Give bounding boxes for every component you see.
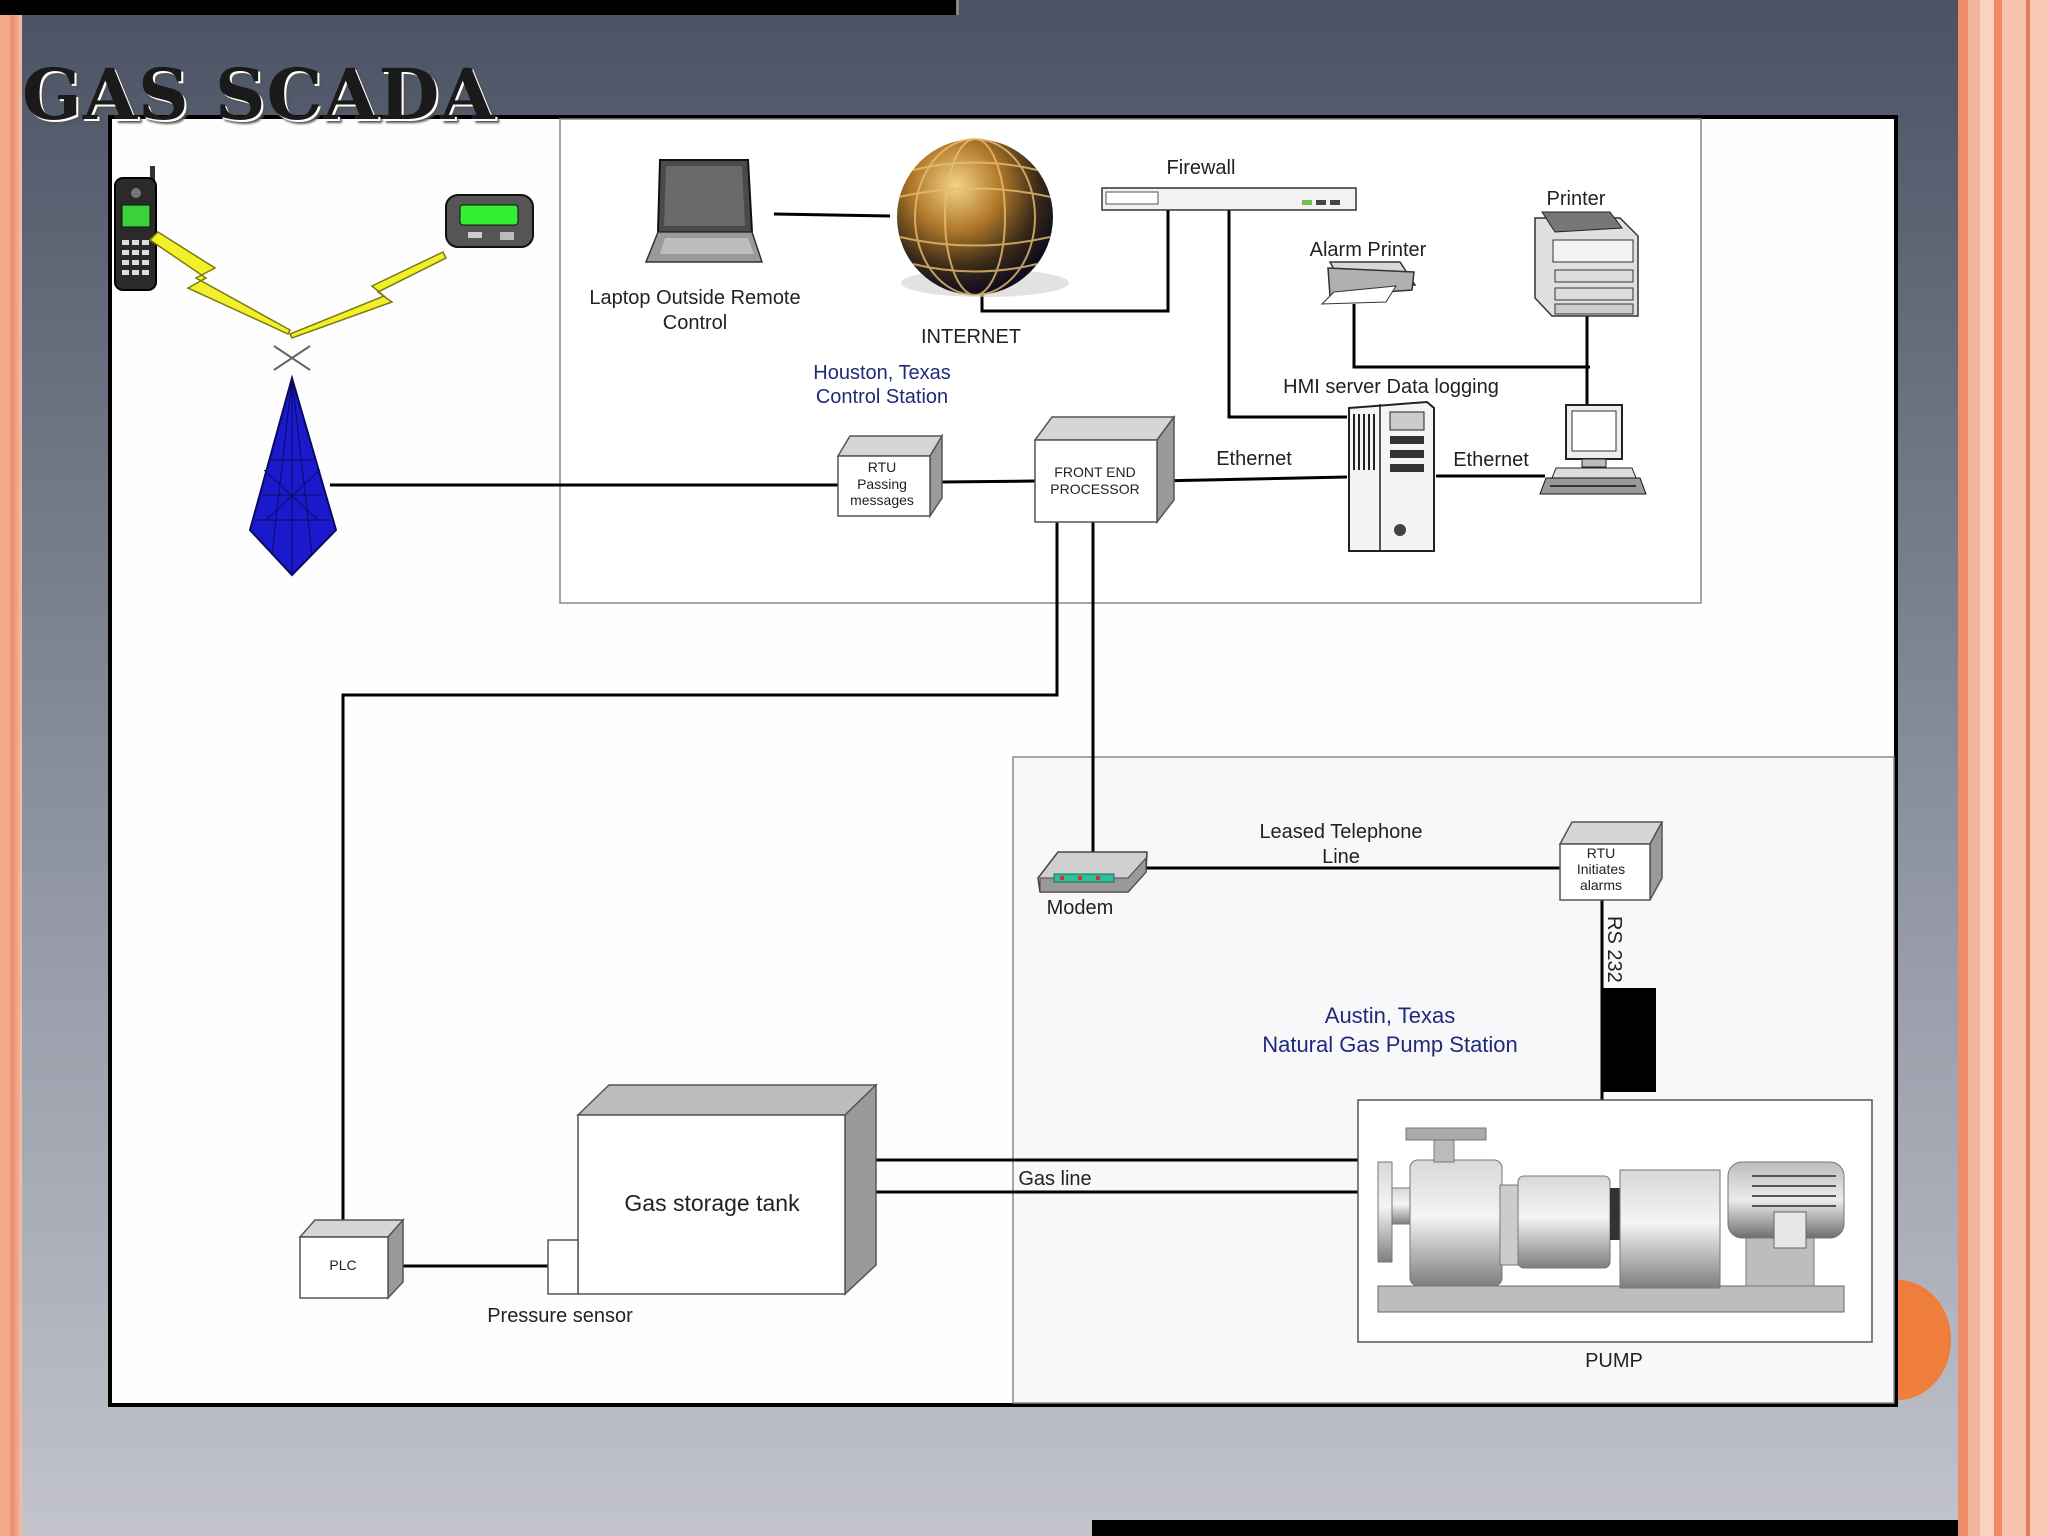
rs232-label: RS 232 [1603, 916, 1625, 983]
laptop-icon [644, 159, 764, 263]
rtu-top-label-line2: Passing [857, 476, 907, 492]
firewall-to-server-line [1227, 210, 1347, 419]
server-tower-icon [1348, 400, 1435, 552]
globe-icon [897, 138, 1069, 297]
printer-icon [1534, 211, 1639, 317]
internet-to-firewall-line [980, 210, 1170, 313]
austin-label-line1: Austin, Texas [1325, 1003, 1455, 1028]
ethernet-right-label: Ethernet [1453, 449, 1529, 471]
hmi-server-label: HMI server Data logging [1283, 376, 1499, 398]
plc-box [298, 1218, 405, 1300]
rs232-interface-block [1602, 988, 1656, 1092]
houston-label-line1: Houston, Texas [813, 362, 951, 384]
lightning-icon [148, 231, 448, 339]
rtu-passing-messages-box [836, 433, 944, 519]
leased-line-label-line2: Line [1322, 846, 1360, 868]
antenna-tower-icon [248, 345, 338, 577]
laptop-label-line2: Control [663, 312, 727, 334]
laptop-label-line1: Laptop Outside Remote [589, 287, 800, 309]
pressure-sensor-label: Pressure sensor [487, 1305, 633, 1327]
top-black-bar [0, 0, 959, 15]
ethernet-fep-to-server [1156, 475, 1348, 483]
pump-label: PUMP [1585, 1350, 1643, 1372]
right-decorative-stripe [1958, 0, 2048, 1536]
workstation-icon [1539, 404, 1647, 495]
rtu-to-fep-line [941, 479, 1036, 484]
connection-lines [330, 210, 1604, 1268]
pager-icon [445, 194, 534, 248]
modem-label: Modem [1047, 897, 1114, 919]
rtu-bottom-label-line3: alarms [1580, 877, 1622, 893]
left-decorative-stripe [0, 0, 22, 1536]
rtu-bottom-label-line1: RTU [1587, 845, 1616, 861]
houston-label-line2: Control Station [816, 386, 948, 408]
slide-title: GAS SCADA [22, 53, 496, 136]
tank-label: Gas storage tank [624, 1190, 800, 1216]
fep-label-line2: PROCESSOR [1050, 481, 1139, 497]
rtu-top-label-line1: RTU [868, 459, 897, 475]
austin-label-line2: Natural Gas Pump Station [1262, 1032, 1518, 1057]
firewall-label: Firewall [1167, 157, 1236, 179]
fep-label-line1: FRONT END [1054, 464, 1135, 480]
plc-label: PLC [329, 1257, 356, 1273]
fep-to-plc-line [341, 522, 1059, 1235]
ethernet-left-label: Ethernet [1216, 448, 1292, 470]
gas-line-label: Gas line [1018, 1168, 1091, 1190]
internet-label: INTERNET [921, 326, 1021, 348]
gas-storage-tank [576, 1083, 878, 1296]
rtu-initiates-alarms-box [1558, 821, 1664, 901]
cell-phone-icon [114, 166, 157, 291]
alarm-printer-icon [1320, 261, 1417, 305]
rtu-top-label-line3: messages [850, 492, 914, 508]
rtu-bottom-label-line2: Initiates [1577, 861, 1625, 877]
front-end-processor-box [1033, 414, 1176, 525]
leased-line-label-line1: Leased Telephone [1259, 821, 1422, 843]
alarm-printer-label: Alarm Printer [1310, 239, 1427, 261]
pressure-sensor-box [547, 1239, 579, 1295]
alarm-printer-line [1352, 304, 1590, 369]
pump-icon [1357, 1099, 1873, 1343]
printer-label: Printer [1547, 188, 1606, 210]
firewall-icon [1101, 187, 1357, 211]
bottom-black-bar [1092, 1520, 1958, 1536]
laptop-to-internet-line [773, 212, 891, 218]
modem-icon [1037, 851, 1148, 893]
